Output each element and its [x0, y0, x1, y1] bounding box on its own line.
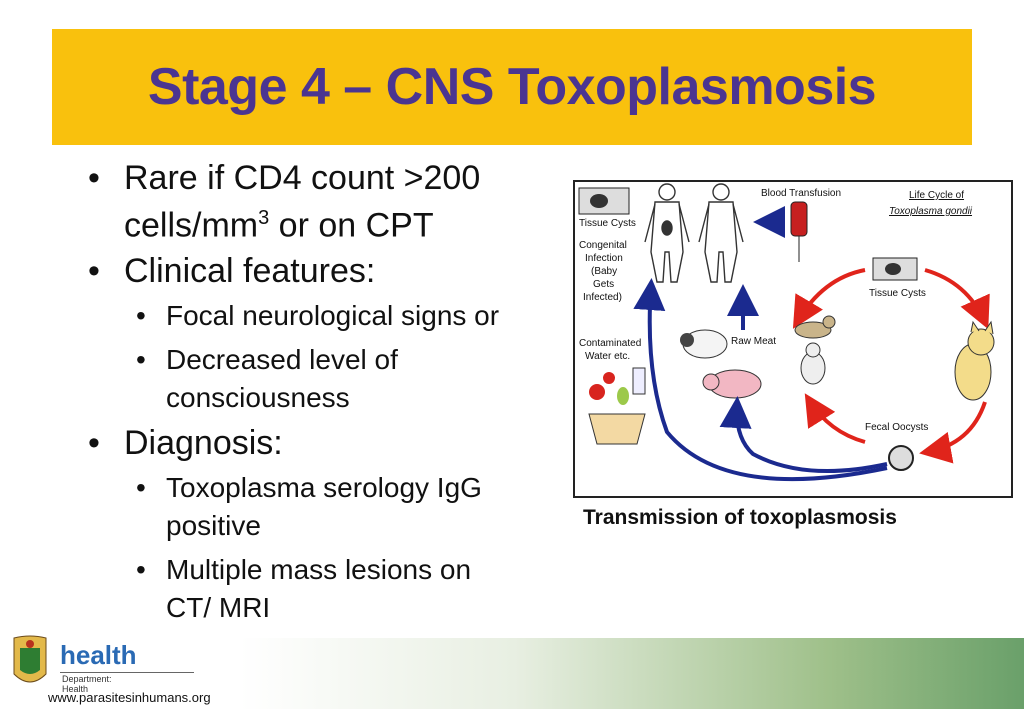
label-contaminated-1: Contaminated	[579, 338, 641, 349]
tissue-cyst-icon-right	[872, 257, 918, 281]
pig-icon	[702, 369, 762, 399]
label-fecal-oocysts: Fecal Oocysts	[865, 422, 928, 433]
label-congenital-4: Gets	[593, 279, 614, 290]
arrow-cat-to-oocysts	[919, 401, 987, 464]
human-figures-icon	[644, 183, 744, 283]
sub-bullet-focal-signs: Focal neurological signs or	[84, 297, 554, 335]
life-cycle-figure: Tissue Cysts Blood Transfusion Life Cycl…	[573, 180, 1013, 498]
bullet-cd4-unit: cells/mm	[124, 206, 259, 245]
source-url: www.parasitesinhumans.org	[48, 690, 211, 705]
sub-bullet-consciousness: Decreased level of consciousness	[84, 341, 554, 417]
slide-title: Stage 4 – CNS Toxoplasmosis	[147, 58, 877, 116]
life-cycle-diagram: Tissue Cysts Blood Transfusion Life Cycl…	[578, 183, 995, 482]
sub-bullet-serology-line1: Toxoplasma serology IgG	[166, 472, 482, 504]
blood-bag-icon	[790, 201, 808, 262]
cat-icon	[954, 320, 995, 401]
bullet-cd4-cpt: or on CPT	[269, 206, 434, 245]
sub-bullet-lesions: Multiple mass lesions on CT/ MRI	[84, 551, 554, 627]
label-congenital-5: Infected)	[583, 292, 622, 303]
logo-divider	[60, 672, 194, 673]
logo-word: health	[60, 640, 137, 670]
arrow-oocyst-to-human	[633, 278, 888, 482]
label-life-cycle-species: Toxoplasma gondii	[889, 206, 973, 217]
sub-bullet-serology-line2: positive	[166, 510, 261, 542]
bullet-diagnosis: Diagnosis:	[84, 423, 554, 463]
tissue-cyst-icon-left	[578, 187, 630, 215]
fruit-water-icon	[588, 367, 646, 445]
figure-caption: Transmission of toxoplasmosis	[583, 506, 897, 529]
sub-bullet-consciousness-line1: Decreased level of	[166, 344, 398, 376]
sheep-icon	[680, 329, 728, 359]
oocyst-icon	[888, 445, 914, 471]
arrow-oocysts-to-host	[804, 393, 866, 444]
label-congenital-2: Infection	[585, 253, 623, 264]
label-congenital-3: (Baby	[591, 266, 617, 277]
label-raw-meat: Raw Meat	[731, 336, 776, 347]
bullet-list: Rare if CD4 count >200 cells/mm3 or on C…	[84, 158, 554, 633]
label-tissue-cysts-right: Tissue Cysts	[869, 288, 926, 299]
bullet-cd4-sup: 3	[258, 207, 270, 229]
label-contaminated-2: Water etc.	[585, 351, 630, 362]
label-blood-transfusion: Blood Transfusion	[761, 188, 841, 199]
health-department-logo: health Department: Health	[0, 634, 200, 709]
bullet-clinical-features: Clinical features:	[84, 251, 554, 291]
mouse-icon	[800, 342, 826, 385]
label-congenital-1: Congenital	[579, 240, 627, 251]
arrow-cyst-to-host	[792, 268, 866, 329]
title-bar: Stage 4 – CNS Toxoplasmosis	[52, 29, 972, 145]
logo-dept-label: Department:	[62, 674, 112, 684]
logo-dept-name: Health	[62, 684, 89, 694]
bird-icon	[794, 315, 836, 339]
label-life-cycle-title: Life Cycle of	[909, 190, 964, 201]
footer-gradient-band	[240, 638, 1024, 709]
arrow-oocyst-to-livestock	[719, 396, 888, 474]
coat-of-arms-icon	[13, 635, 47, 683]
bullet-cd4-line1: Rare if CD4 count >200	[124, 159, 481, 197]
sub-bullet-serology: Toxoplasma serology IgG positive	[84, 469, 554, 545]
sub-bullet-lesions-line2: CT/ MRI	[166, 592, 271, 624]
label-tissue-cysts-left: Tissue Cysts	[579, 218, 636, 229]
sub-bullet-consciousness-line2: consciousness	[166, 382, 350, 414]
arrow-cyst-to-cat	[924, 268, 990, 330]
sub-bullet-lesions-line1: Multiple mass lesions on	[166, 554, 472, 586]
bullet-cd4: Rare if CD4 count >200 cells/mm3 or on C…	[84, 158, 554, 245]
